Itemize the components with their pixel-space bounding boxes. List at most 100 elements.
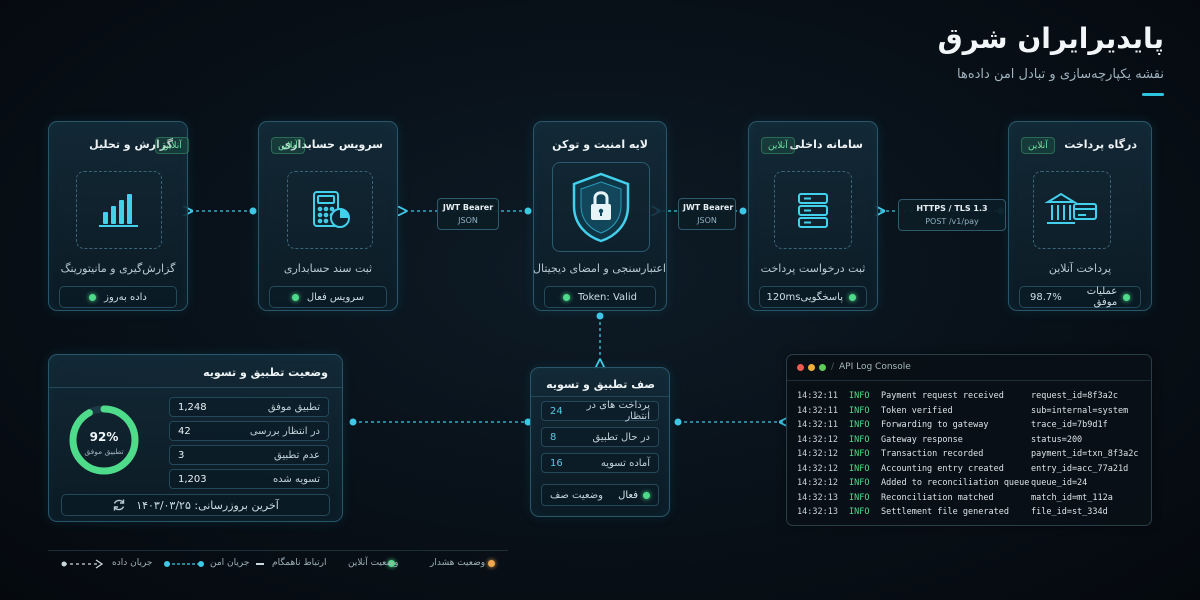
reconciliation-status-panel: وضعیت تطبیق و تسویه 92% تطبیق موفق تطبیق… — [48, 354, 343, 522]
progress-caption: تطبیق موفق — [84, 447, 124, 456]
last-update-label: آخرین بروزرسانی: ۱۴۰۳/۰۳/۲۵ — [136, 498, 279, 512]
status-badge: آنلاین — [1021, 137, 1055, 154]
legend-divider — [48, 550, 508, 551]
footer-value: Token: Valid — [577, 291, 638, 303]
card-accounting-service[interactable]: سرویس حسابداری آنلاین ثبت سند حسابداری س… — [258, 121, 398, 311]
log-message: Token verified — [881, 405, 953, 416]
card-title: گزارش و تحلیل — [89, 138, 173, 151]
card-footer: پاسخگویی 120ms — [759, 286, 867, 308]
card-label: ثبت درخواست پرداخت — [760, 262, 866, 275]
footer-label: عملیات موفق — [1086, 286, 1118, 308]
card-reporting[interactable]: گزارش و تحلیل آنلاین گزارش‌گیری و مانیتو… — [48, 121, 189, 311]
card-internal-system[interactable]: سامانه داخلی آنلاین ثبت درخواست پرداخت پ… — [748, 121, 878, 311]
card-label: ثبت سند حسابداری — [283, 262, 373, 275]
card-title: صف تطبیق و تسویه — [546, 378, 655, 391]
secure-flow-line-icon — [164, 561, 204, 567]
log-timestamp: 14:32:11 — [797, 420, 838, 430]
bar-chart-icon — [76, 171, 162, 249]
footer-label: داده به‌روز — [104, 291, 147, 303]
footer-label: سرویس فعال — [306, 291, 365, 303]
card-title: درگاه پرداخت — [1064, 138, 1137, 151]
console-separator: / — [831, 362, 835, 372]
stat-value: 42 — [178, 425, 191, 437]
queue-value: 8 — [550, 431, 557, 443]
warning-status-dot — [488, 560, 495, 567]
card-title: سامانه داخلی — [789, 138, 863, 151]
title-accent-bar — [1142, 93, 1164, 96]
connector-endpoint: POST /v1/pay — [925, 217, 979, 226]
card-payment-gateway[interactable]: درگاه پرداخت آنلاین پرداخت آنلاین عملیات… — [1008, 121, 1152, 311]
log-message: Gateway response — [881, 434, 963, 445]
log-timestamp: 14:32:11 — [797, 405, 838, 416]
queue-status-row: فعال وضعیت صف — [541, 484, 659, 506]
panel-divider — [49, 387, 342, 388]
connector-label-https: HTTPS / TLS 1.3 POST /v1/pay — [898, 199, 1006, 231]
log-meta: status=200 — [1031, 434, 1083, 445]
connector-format: JSON — [458, 216, 478, 225]
progress-ring — [69, 405, 139, 475]
progress-percent: 92% — [89, 430, 119, 444]
legend-secure-flow: جریان امن — [210, 558, 250, 568]
last-update-row: آخرین بروزرسانی: ۱۴۰۳/۰۳/۲۵ — [61, 494, 330, 516]
stat-label: در انتظار بررسی — [249, 425, 320, 437]
refresh-icon[interactable] — [112, 498, 126, 512]
log-level: INFO — [849, 434, 870, 445]
card-title: سرویس حسابداری — [281, 138, 383, 151]
queue-label: پرداخت های در انتظار — [586, 400, 650, 422]
log-message: Accounting entry created — [881, 463, 1004, 474]
online-dot — [849, 293, 856, 301]
log-level: INFO — [849, 420, 870, 430]
panel-title: وضعیت تطبیق و تسویه — [203, 366, 328, 379]
log-message: Added to reconciliation queue — [881, 478, 1030, 488]
connector-protocol: HTTPS / TLS 1.3 — [916, 204, 988, 213]
card-footer: Token: Valid — [544, 286, 656, 308]
queue-status-value: فعال — [618, 489, 638, 501]
shield-lock-icon — [552, 162, 650, 252]
online-dot — [643, 491, 650, 499]
footer-value: 98.7% — [1030, 291, 1062, 303]
card-label: گزارش‌گیری و مانیتورینگ — [60, 262, 176, 275]
log-message: Payment request received — [881, 391, 1004, 401]
online-dot — [1123, 293, 1130, 301]
connector-format: JSON — [697, 216, 717, 225]
stat-label: تسویه شده — [272, 473, 320, 485]
queue-label: در حال تطبیق — [592, 431, 651, 443]
queue-value: 24 — [550, 405, 563, 417]
minimize-dot[interactable] — [808, 364, 815, 371]
queue-status-label: وضعیت صف — [550, 489, 604, 501]
server-icon — [774, 171, 852, 249]
stat-row: در انتظار بررسی 42 — [169, 421, 329, 441]
card-footer: عملیات موفق 98.7% — [1019, 286, 1141, 308]
connector-label-jwt-2: JWT Bearer JSON — [437, 198, 499, 230]
card-security-layer[interactable]: لایه امنیت و توکن اعتبارسنجی و امضای دیج… — [533, 121, 667, 311]
log-timestamp: 14:32:13 — [797, 507, 838, 517]
maximize-dot[interactable] — [819, 364, 826, 371]
close-dot[interactable] — [797, 364, 804, 371]
log-timestamp: 14:32:12 — [797, 449, 838, 459]
log-level: INFO — [849, 463, 870, 474]
log-meta: payment_id=txn_8f3a2c — [1031, 449, 1139, 459]
log-timestamp: 14:32:12 — [797, 478, 838, 488]
card-footer: سرویس فعال — [269, 286, 387, 308]
card-divider — [531, 396, 669, 397]
log-meta: match_id=mt_112a — [1031, 492, 1113, 503]
queue-label: آماده تسویه — [600, 457, 650, 469]
log-level: INFO — [849, 405, 870, 416]
log-meta: sub=internal=system — [1031, 405, 1129, 416]
online-dot — [291, 293, 299, 301]
async-line-icon — [256, 563, 264, 565]
log-line: 14:32:11 INFO Token verified sub=internal=s… — [797, 404, 1143, 418]
connector-protocol: JWT Bearer — [442, 203, 494, 212]
